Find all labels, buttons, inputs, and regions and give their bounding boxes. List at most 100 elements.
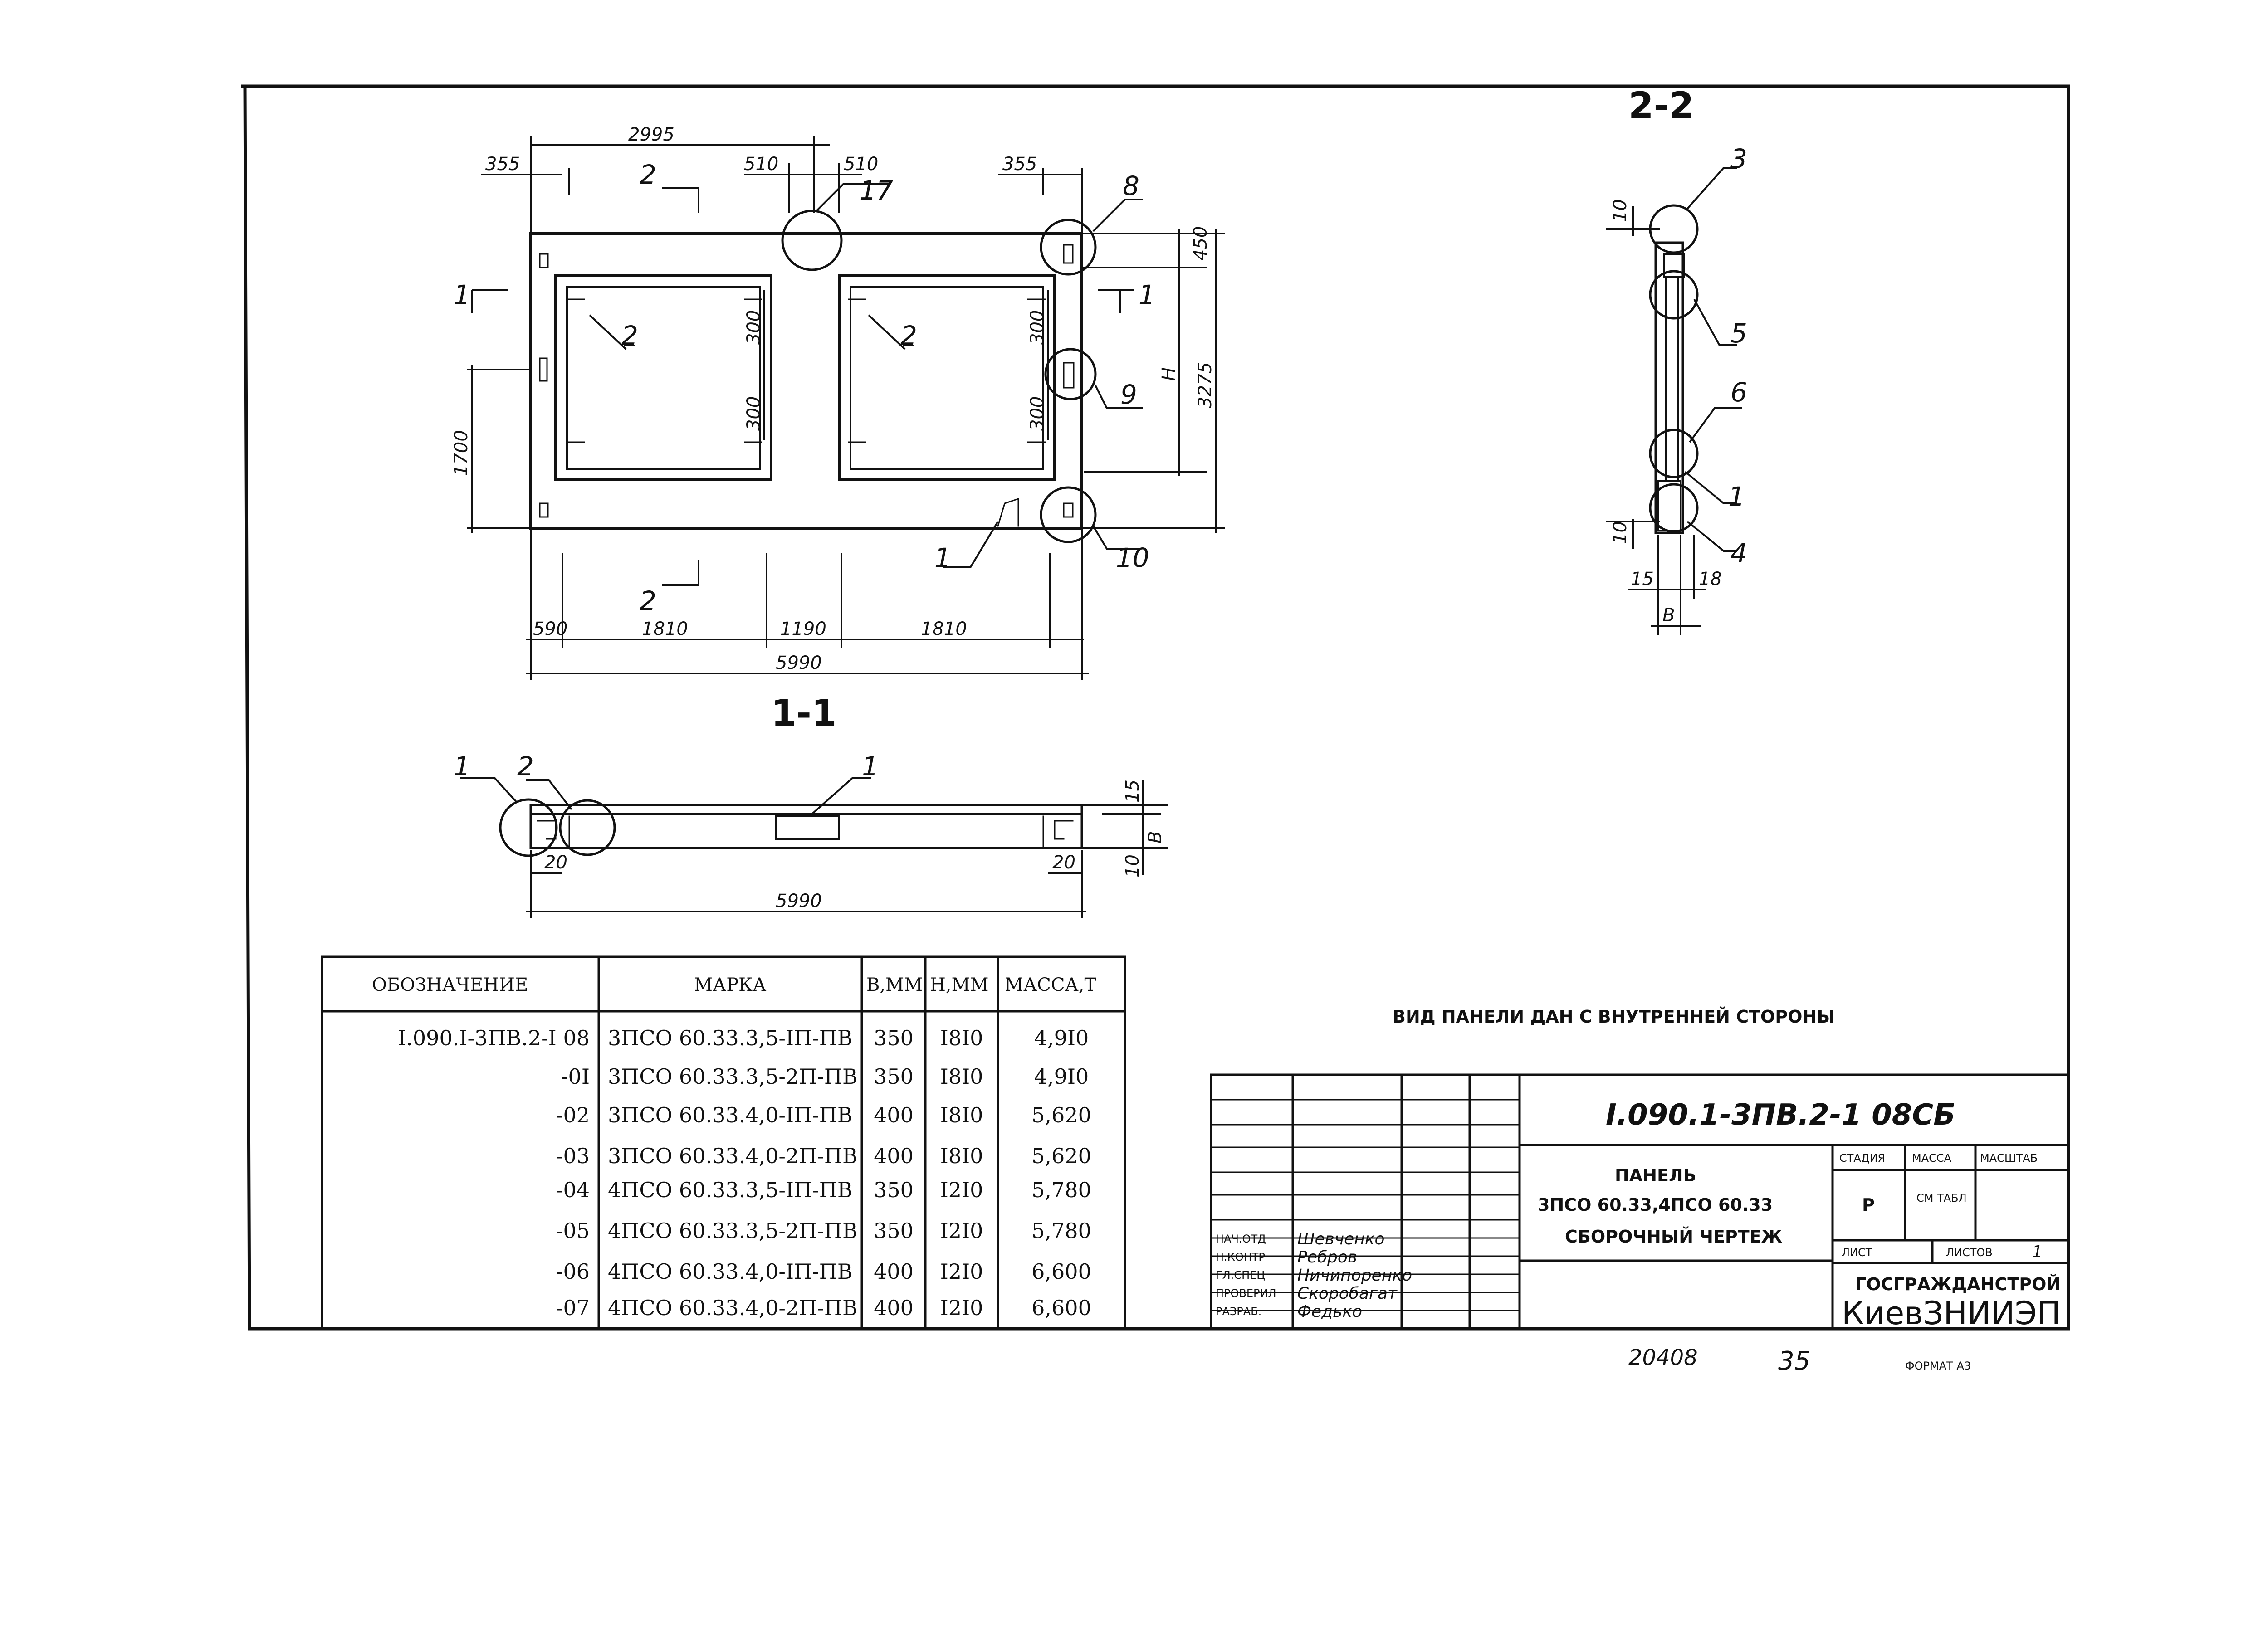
s11-dim-B: B <box>1145 831 1166 843</box>
footer-number: 20408 <box>1628 1345 1698 1370</box>
drawing-name-line-2: 3ПСО 60.33,4ПСО 60.33 <box>1538 1195 1773 1215</box>
spec-mark: 3ПСО 60.33.3,5-IП-ПВ <box>608 1026 853 1050</box>
spec-b: 400 <box>874 1144 914 1168</box>
footer-page: 35 <box>1778 1346 1810 1376</box>
s11-callout-2: 2 <box>517 751 534 782</box>
sheets-label: ЛИСТОВ <box>1946 1246 1993 1259</box>
section-title-1-1: 1-1 <box>771 692 837 734</box>
dim-right-1: H <box>1158 367 1179 381</box>
plan-dimension-text: 355 2995 510 510 355 590 1810 1190 1810 … <box>451 124 1216 673</box>
cut-mark-2-bottom: 2 <box>640 585 656 616</box>
dim-top-2: 510 <box>744 154 778 175</box>
th-mark: МАРКА <box>694 975 766 995</box>
cut-mark-1-right: 1 <box>1139 279 1155 310</box>
spec-mark: 3ПСО 60.33.3,5-2П-ПВ <box>608 1064 858 1089</box>
spec-h: I2I0 <box>940 1296 983 1320</box>
drawing-name-line-3: СБОРОЧНЫЙ ЧЕРТЕЖ <box>1565 1227 1782 1247</box>
dim-bottom-2: 1190 <box>780 619 826 639</box>
th-b: В,ММ <box>866 975 923 995</box>
s22-callout-1: 1 <box>1728 481 1745 512</box>
section-2-2-view: 3 5 6 1 4 10 10 15 18 B <box>1606 143 1747 635</box>
view-note: ВИД ПАНЕЛИ ДАН С ВНУТРЕННЕЙ СТОРОНЫ <box>1393 1007 1835 1027</box>
s22-dim-15: 15 <box>1631 569 1654 590</box>
callout-1: 1 <box>934 542 951 573</box>
callout-8: 8 <box>1123 171 1139 201</box>
signature-role: РАЗРАБ. <box>1216 1305 1261 1318</box>
spec-mass: 4,9I0 <box>1034 1064 1089 1089</box>
spec-b: 400 <box>874 1296 914 1320</box>
signature-role: Н.КОНТР <box>1216 1251 1265 1263</box>
dim-right-0: 450 <box>1190 226 1211 261</box>
signature-role: ПРОВЕРИЛ <box>1216 1287 1276 1300</box>
dim-window-0: 300 <box>743 310 764 345</box>
title-block: I.090.1-3ПВ.2-1 08СБ ПАНЕЛЬ 3ПСО 60.33,4… <box>1210 1073 2070 1332</box>
signature-name: Ребров <box>1297 1248 1357 1267</box>
spec-mass: 5,780 <box>1031 1178 1091 1202</box>
spec-b: 350 <box>874 1178 914 1202</box>
s11-dim-total: 5990 <box>776 891 822 911</box>
spec-mark: 4ПСО 60.33.3,5-2П-ПВ <box>608 1219 858 1243</box>
spec-table: ОБОЗНАЧЕНИЕ МАРКА В,ММ Н,ММ МАССА,Т I.09… <box>321 955 1126 1330</box>
stage-label: СТАДИЯ <box>1839 1152 1885 1165</box>
spec-b: 350 <box>874 1026 914 1050</box>
s11-dim-15: 15 <box>1122 780 1143 803</box>
spec-b: 350 <box>874 1064 914 1089</box>
spec-designation: -06 <box>556 1259 590 1284</box>
spec-designation: -04 <box>556 1178 590 1202</box>
spec-designation: I.090.I-3ПВ.2-I 08 <box>398 1026 590 1050</box>
s22-dim-10-bottom: 10 <box>1610 521 1631 544</box>
spec-h: I2I0 <box>940 1259 983 1284</box>
s11-callout-1-mid: 1 <box>862 751 879 782</box>
spec-h: I8I0 <box>940 1026 983 1050</box>
drawing-code: I.090.1-3ПВ.2-1 08СБ <box>1606 1098 1955 1132</box>
dim-top-4: 355 <box>1002 154 1037 175</box>
spec-mass: 5,620 <box>1031 1103 1091 1127</box>
s11-dim-10: 10 <box>1122 854 1143 877</box>
spec-designation: -02 <box>556 1103 590 1127</box>
dim-window-1: 300 <box>743 396 764 431</box>
mass-value: СМ ТАБЛ <box>1916 1192 1967 1204</box>
s11-dim-20-right: 20 <box>1052 852 1075 873</box>
panel-plan-view <box>529 183 1143 568</box>
dim-left: 1700 <box>451 430 472 476</box>
section-1-1-view: 1 2 1 20 20 5990 15 10 B <box>454 751 1168 918</box>
s22-callout-4: 4 <box>1730 538 1747 569</box>
org-line-2: КиевЗНИИЭП <box>1842 1295 2061 1332</box>
dim-total: 5990 <box>776 653 822 673</box>
spec-mark: 3ПСО 60.33.4,0-IП-ПВ <box>608 1103 853 1127</box>
spec-h: I8I0 <box>940 1064 983 1089</box>
spec-mass: 5,780 <box>1031 1219 1091 1243</box>
signature-name: Скоробагат <box>1297 1284 1398 1303</box>
plan-dimension-lines <box>467 136 1225 680</box>
dim-top-3: 510 <box>844 154 878 175</box>
dim-top-1: 2995 <box>628 124 675 145</box>
spec-mark: 3ПСО 60.33.4,0-2П-ПВ <box>608 1144 858 1168</box>
th-mass: МАССА,Т <box>1005 975 1096 995</box>
s22-dim-18: 18 <box>1699 569 1722 590</box>
spec-mark: 4ПСО 60.33.4,0-IП-ПВ <box>608 1259 853 1284</box>
mass-label: МАССА <box>1912 1152 1952 1165</box>
callout-9: 9 <box>1120 379 1137 410</box>
scale-label: МАСШТАБ <box>1980 1152 2038 1165</box>
spec-h: I2I0 <box>940 1219 983 1243</box>
spec-designation: -05 <box>556 1219 590 1243</box>
th-designation: ОБОЗНАЧЕНИЕ <box>372 975 528 995</box>
dim-window-3: 300 <box>1027 396 1048 431</box>
dim-right-2: 3275 <box>1195 362 1216 408</box>
dim-bottom-1: 1810 <box>642 619 688 639</box>
callout-10: 10 <box>1116 542 1149 573</box>
sheets-value: 1 <box>2032 1243 2043 1261</box>
spec-mass: 6,600 <box>1031 1296 1091 1320</box>
cut-mark-1-left: 1 <box>454 279 470 310</box>
spec-h: I8I0 <box>940 1144 983 1168</box>
spec-mark: 4ПСО 60.33.4,0-2П-ПВ <box>608 1296 858 1320</box>
dim-top-0: 355 <box>485 154 520 175</box>
dim-bottom-3: 1810 <box>921 619 967 639</box>
section-title-2-2: 2-2 <box>1628 84 1694 127</box>
footer-format: ФОРМАТ А3 <box>1905 1360 1971 1372</box>
signature-name: Ничипоренко <box>1297 1266 1412 1285</box>
drawing-name-line-1: ПАНЕЛЬ <box>1615 1165 1696 1185</box>
signature-name: Федько <box>1297 1302 1362 1321</box>
